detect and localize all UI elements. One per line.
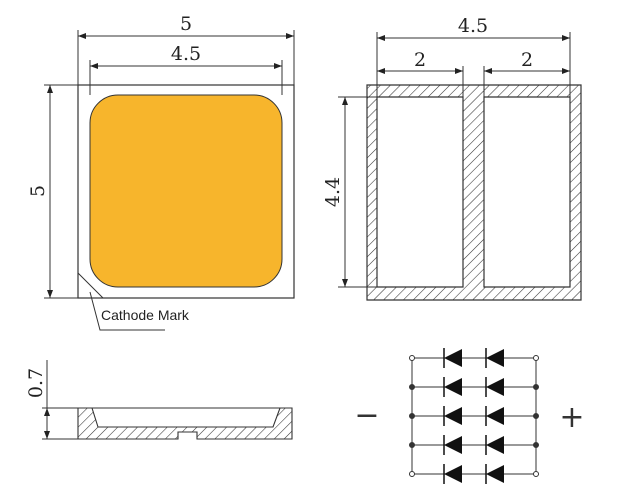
diode-icon xyxy=(444,407,462,425)
circuit-node xyxy=(533,384,539,390)
dim-bottom-height-label: 4.4 xyxy=(322,177,344,207)
circuit-node xyxy=(533,413,539,419)
dim-width-label: 5 xyxy=(180,13,192,35)
dim-pad-left-label: 2 xyxy=(414,49,426,71)
cathode-label: Cathode Mark xyxy=(101,307,190,323)
dim-bottom-width-label: 4.5 xyxy=(458,15,488,37)
diode-icon xyxy=(486,349,504,367)
diode-icon xyxy=(486,436,504,454)
diode-icon xyxy=(486,465,504,483)
pad-frame xyxy=(366,84,582,301)
cathode-mark xyxy=(77,272,104,299)
diode-icon xyxy=(444,349,462,367)
circuit-node xyxy=(409,471,415,477)
side-section xyxy=(77,407,293,440)
diode-icon xyxy=(486,378,504,396)
plus-terminal-label: + xyxy=(559,400,584,435)
circuit-node xyxy=(533,355,539,361)
circuit-node xyxy=(409,413,415,419)
emitter-area xyxy=(89,94,283,288)
diode-icon xyxy=(444,378,462,396)
circuit-node xyxy=(533,471,539,477)
circuit-node xyxy=(533,442,539,448)
dim-thickness-label: 0.7 xyxy=(25,368,47,398)
dim-pad-right-label: 2 xyxy=(521,49,533,71)
dim-inner-width-label: 4.5 xyxy=(171,43,201,65)
top-view: Cathode Mark 5 4.5 5 xyxy=(27,13,295,331)
dim-height-label: 5 xyxy=(27,185,49,197)
circuit-node xyxy=(409,442,415,448)
diode-icon xyxy=(444,465,462,483)
cathode-leader xyxy=(89,291,165,331)
bottom-view: 4.5 2 2 4.4 xyxy=(322,15,582,301)
circuit-node xyxy=(409,355,415,361)
minus-terminal-label: − xyxy=(354,398,379,433)
diode-icon xyxy=(444,436,462,454)
circuit-diagram: − + xyxy=(354,348,585,484)
circuit-node xyxy=(409,384,415,390)
diode-icon xyxy=(486,407,504,425)
side-view: 0.7 xyxy=(25,360,293,440)
